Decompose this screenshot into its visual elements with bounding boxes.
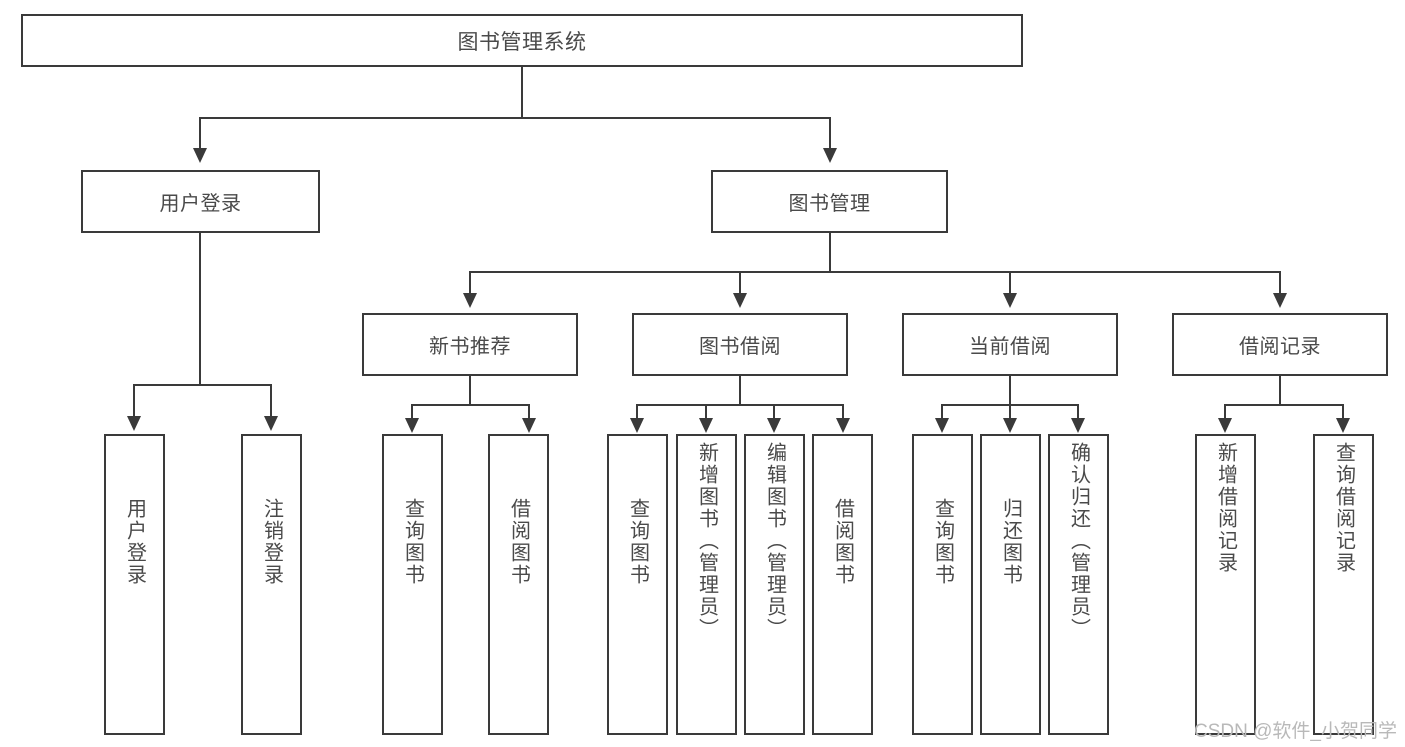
node-label: 归还图书 [999,498,1022,586]
node-leaf-edit-book-admin[interactable]: 编辑图书（管理员） [744,434,805,735]
arrow-root-to-book-mgmt [823,148,837,163]
node-leaf-query-borrow-record[interactable]: 查询借阅记录 [1313,434,1374,735]
node-label: 注销登录 [260,498,283,586]
node-leaf-borrow-books-new[interactable]: 借阅图书 [488,434,549,735]
node-book-borrow[interactable]: 图书借阅 [632,313,848,376]
node-new-book-recommend[interactable]: 新书推荐 [362,313,578,376]
arrow-current-to-leaf-1 [935,418,949,433]
arrow-records-to-leaf-2 [1336,418,1350,433]
node-label: 确认归还（管理员） [1067,442,1090,640]
arrow-borrow-to-leaf-2 [699,418,713,433]
connector-borrow-bus [636,404,843,406]
node-leaf-borrow-books[interactable]: 借阅图书 [812,434,873,735]
connector-book-mgmt-bus [469,271,1280,273]
connector-records-stem [1279,376,1281,405]
node-leaf-query-books-new[interactable]: 查询图书 [382,434,443,735]
node-label: 借阅图书 [831,498,854,586]
node-current-borrow[interactable]: 当前借阅 [902,313,1118,376]
connector-new-books-stem [469,376,471,405]
node-label: 图书管理系统 [457,30,587,54]
connector-borrow-stem [739,376,741,405]
node-label: 查询图书 [401,498,424,586]
connector-book-mgmt-stem [829,233,831,272]
node-leaf-add-book-admin[interactable]: 新增图书（管理员） [676,434,737,735]
node-book-management[interactable]: 图书管理 [711,170,948,233]
connector-root-to-user-login [199,117,201,150]
arrow-book-mgmt-to-records [1273,293,1287,308]
connector-user-login-bus [133,384,271,386]
arrow-book-mgmt-to-current [1003,293,1017,308]
node-user-login[interactable]: 用户登录 [81,170,320,233]
connector-borrow-to-leaf-3 [773,404,775,420]
connector-current-to-leaf-2 [1009,404,1011,420]
watermark-text: CSDN @软件_小贺同学 [1194,721,1397,742]
arrow-user-login-to-leaf-2 [264,416,278,431]
connector-borrow-to-leaf-1 [636,404,638,420]
connector-user-login-to-leaf-1 [133,384,135,418]
arrow-borrow-to-leaf-3 [767,418,781,433]
connector-book-mgmt-to-borrow [739,271,741,295]
connector-root-to-book-mgmt [829,117,831,150]
arrow-root-to-user-login [193,148,207,163]
node-label: 图书管理 [788,193,871,215]
node-borrow-records[interactable]: 借阅记录 [1172,313,1388,376]
node-leaf-return-books[interactable]: 归还图书 [980,434,1041,735]
connector-root-bus [199,117,831,119]
arrow-new-books-to-leaf-1 [405,418,419,433]
node-label: 借阅记录 [1239,336,1321,358]
node-leaf-user-login[interactable]: 用户登录 [104,434,165,735]
connector-book-mgmt-to-new-books [469,271,471,295]
connector-book-mgmt-to-current [1009,271,1011,295]
node-leaf-logout[interactable]: 注销登录 [241,434,302,735]
connector-records-bus [1224,404,1343,406]
node-label: 用户登录 [123,498,146,586]
arrow-current-to-leaf-3 [1071,418,1085,433]
node-leaf-add-borrow-record[interactable]: 新增借阅记录 [1195,434,1256,735]
arrow-current-to-leaf-2 [1003,418,1017,433]
connector-user-login-to-leaf-2 [270,384,272,418]
arrow-book-mgmt-to-borrow [733,293,747,308]
arrow-new-books-to-leaf-2 [522,418,536,433]
connector-current-stem [1009,376,1011,405]
node-root-system[interactable]: 图书管理系统 [21,14,1023,67]
node-label: 编辑图书（管理员） [763,442,786,640]
connector-book-mgmt-to-records [1279,271,1281,295]
node-label: 借阅图书 [507,498,530,586]
connector-records-to-leaf-2 [1342,404,1344,420]
node-label: 查询图书 [626,498,649,586]
node-label: 新增图书（管理员） [695,442,718,640]
connector-new-books-to-leaf-1 [411,404,413,420]
node-label: 当前借阅 [969,336,1051,358]
arrow-user-login-to-leaf-1 [127,416,141,431]
connector-current-to-leaf-1 [941,404,943,420]
arrow-borrow-to-leaf-4 [836,418,850,433]
node-label: 新书推荐 [429,336,511,358]
connector-current-to-leaf-3 [1077,404,1079,420]
node-leaf-confirm-return-admin[interactable]: 确认归还（管理员） [1048,434,1109,735]
connector-user-login-stem [199,233,201,385]
node-label: 图书借阅 [699,336,781,358]
connector-records-to-leaf-1 [1224,404,1226,420]
connector-root-stem [521,67,523,118]
node-label: 新增借阅记录 [1214,442,1237,574]
arrow-borrow-to-leaf-1 [630,418,644,433]
node-label: 查询图书 [931,498,954,586]
node-leaf-query-books-current[interactable]: 查询图书 [912,434,973,735]
connector-new-books-bus [411,404,529,406]
arrow-book-mgmt-to-new-books [463,293,477,308]
node-label: 用户登录 [159,193,242,215]
node-leaf-query-books-borrow[interactable]: 查询图书 [607,434,668,735]
connector-borrow-to-leaf-4 [842,404,844,420]
arrow-records-to-leaf-1 [1218,418,1232,433]
connector-borrow-to-leaf-2 [705,404,707,420]
node-label: 查询借阅记录 [1332,442,1355,574]
connector-new-books-to-leaf-2 [528,404,530,420]
